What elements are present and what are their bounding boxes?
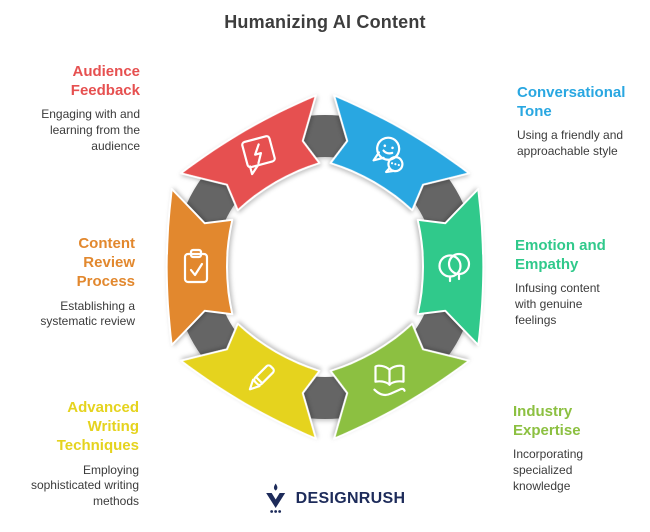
segment-conversational-tone [329, 94, 471, 212]
label-conversational-tone-title: Conversational Tone [517, 84, 626, 121]
label-conversational-tone: Conversational Tone Using a friendly and… [517, 83, 645, 160]
label-emotion-empathy-description: Infusing content with genuine feelings [515, 281, 600, 328]
label-audience-feedback-title: Audience Feedback [70, 63, 140, 100]
label-conversational-tone-description: Using a friendly and approachable style [517, 128, 624, 159]
label-advanced-writing-description: Employing sophisticated writing methods [30, 462, 139, 509]
label-advanced-writing: Advanced Writing Techniques Employing so… [17, 398, 139, 510]
book-hand-icon [373, 364, 406, 397]
pen-icon [248, 364, 275, 391]
chat-bubbles-icon [372, 136, 404, 174]
empathy-heads-icon [438, 252, 471, 283]
label-content-review-description: Establishing a systematic review [40, 298, 135, 329]
footer-logo: DESIGNRUSH [263, 483, 406, 514]
segment-audience-feedback [179, 94, 321, 212]
label-industry-expertise: Industry Expertise Incorporating special… [513, 402, 623, 495]
segment-advanced-writing-ribbon [179, 322, 321, 440]
feedback-bubble-icon [241, 135, 276, 176]
label-audience-feedback: Audience Feedback Engaging with and lear… [18, 62, 140, 155]
label-industry-expertise-title: Industry Expertise [513, 403, 581, 440]
segment-audience-feedback-ribbon [179, 94, 321, 212]
cycle-diagram [165, 94, 485, 440]
designrush-logo-icon [266, 483, 286, 513]
label-emotion-empathy: Emotion and Empathy Infusing content wit… [515, 236, 625, 329]
label-emotion-empathy-title: Emotion and Empathy [515, 237, 606, 274]
segment-conversational-tone-ribbon [329, 94, 471, 212]
label-content-review-title: Content Review Process [76, 235, 135, 291]
clipboard-check-icon [183, 248, 209, 284]
page-title: Humanizing AI Content [224, 12, 426, 32]
label-industry-expertise-description: Incorporating specialized knowledge [513, 447, 584, 494]
segment-advanced-writing [179, 322, 321, 440]
label-audience-feedback-description: Engaging with and learning from the audi… [41, 107, 140, 154]
label-advanced-writing-title: Advanced Writing Techniques [56, 399, 139, 455]
label-content-review: Content Review Process Establishing a sy… [15, 234, 135, 330]
designrush-logo-text: DESIGNRUSH [295, 489, 406, 507]
